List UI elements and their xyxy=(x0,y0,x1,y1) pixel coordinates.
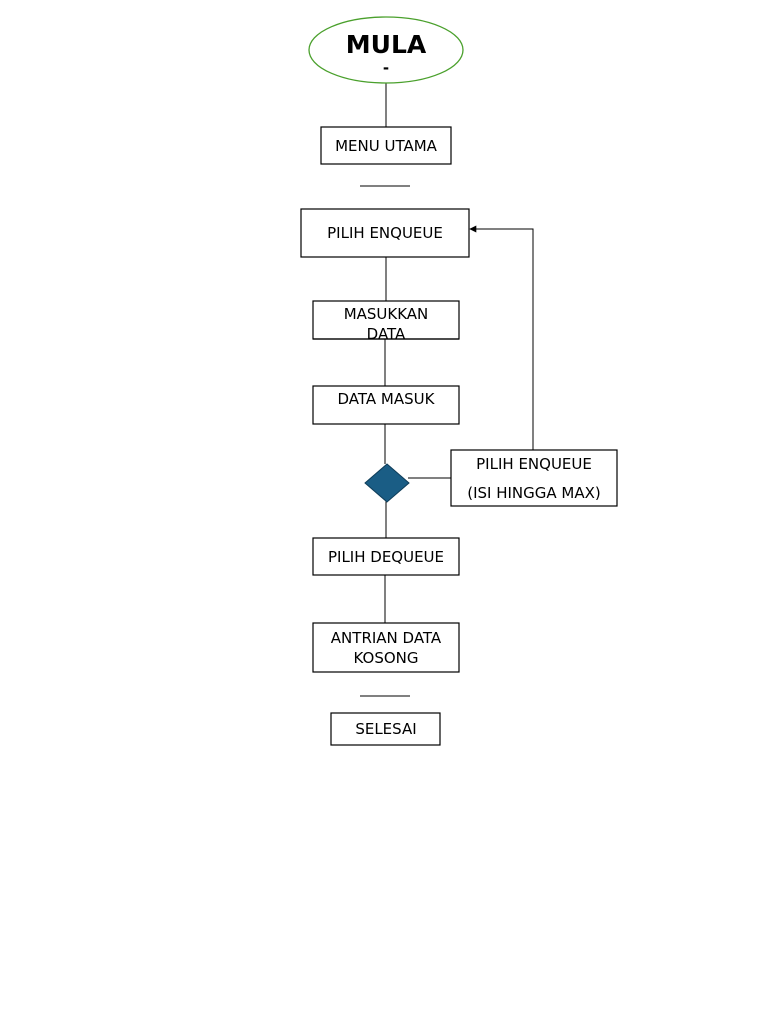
connector-loop-back xyxy=(469,225,534,450)
dequeue-label: PILIH DEQUEUE xyxy=(328,548,444,566)
empty-node: ANTRIAN DATA KOSONG xyxy=(312,622,460,673)
start-subtitle: - xyxy=(383,59,389,77)
end-node: SELESAI xyxy=(330,712,441,746)
empty-label-line-1: ANTRIAN DATA xyxy=(331,629,442,647)
enqueue-box xyxy=(300,208,470,258)
start-title: MULA xyxy=(346,30,427,59)
empty-label-line-2: KOSONG xyxy=(354,649,419,667)
end-label: SELESAI xyxy=(355,720,416,738)
data-in-box xyxy=(312,385,460,425)
input-label-line-2: DATA xyxy=(367,325,406,343)
end-box xyxy=(330,712,441,746)
enqueue-full-box xyxy=(450,449,618,507)
data-in-label: DATA MASUK xyxy=(338,390,436,408)
dequeue-box xyxy=(312,537,460,576)
empty-box xyxy=(312,622,460,673)
dequeue-node: PILIH DEQUEUE xyxy=(312,537,460,576)
decision-diamond xyxy=(364,463,410,503)
start-oval xyxy=(308,16,464,84)
menu-label: MENU UTAMA xyxy=(335,137,438,155)
input-node: MASUKKAN DATA xyxy=(312,300,460,343)
data-in-node: DATA MASUK xyxy=(312,385,460,425)
enqueue-node: PILIH ENQUEUE xyxy=(300,208,470,258)
input-label-line-1: MASUKKAN xyxy=(344,305,429,323)
enqueue-full-label-line-1: PILIH ENQUEUE xyxy=(476,455,592,473)
enqueue-full-label-line-2: (ISI HINGGA MAX) xyxy=(467,484,601,502)
start-node: MULA - xyxy=(308,16,464,84)
menu-node: MENU UTAMA xyxy=(320,126,452,165)
enqueue-label: PILIH ENQUEUE xyxy=(327,224,443,242)
menu-box xyxy=(320,126,452,165)
enqueue-full-node: PILIH ENQUEUE (ISI HINGGA MAX) xyxy=(450,449,618,507)
